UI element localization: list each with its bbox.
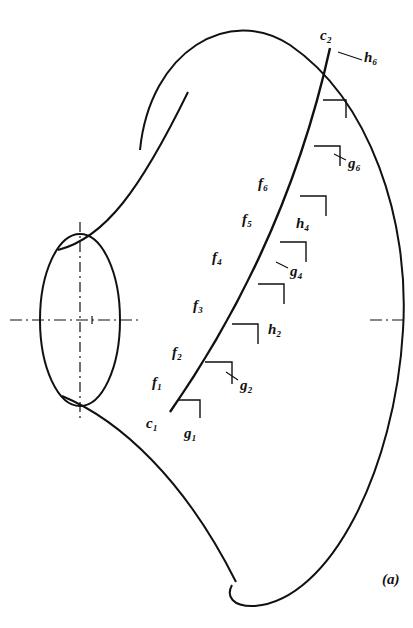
- point-label: g₁: [184, 426, 197, 441]
- generator-curve: [170, 48, 330, 412]
- axis-line: [10, 319, 406, 320]
- point-label: f₆: [258, 176, 268, 191]
- point-label: h₄: [296, 216, 310, 231]
- point-label: f₃: [193, 298, 203, 313]
- axis-tick: [91, 316, 92, 324]
- outer-rim: [140, 30, 404, 606]
- point-label: g₂: [240, 378, 253, 393]
- point-label: f₄: [212, 250, 222, 265]
- step-lines: [178, 100, 346, 418]
- leader-lines: [226, 52, 362, 380]
- point-label: c₁: [146, 416, 158, 431]
- point-label: g₄: [290, 264, 303, 279]
- point-label: f₂: [172, 345, 182, 360]
- point-label: g₆: [348, 156, 361, 171]
- point-label: h₆: [364, 50, 378, 65]
- point-label: c₂: [320, 28, 332, 43]
- axis-line: [79, 222, 80, 418]
- point-label: h₂: [268, 322, 282, 337]
- point-label: f₁: [152, 375, 162, 390]
- figure-label: (a): [382, 572, 400, 587]
- upper-flare: [58, 92, 188, 250]
- lower-flare: [62, 396, 236, 582]
- point-label: f₅: [242, 212, 252, 227]
